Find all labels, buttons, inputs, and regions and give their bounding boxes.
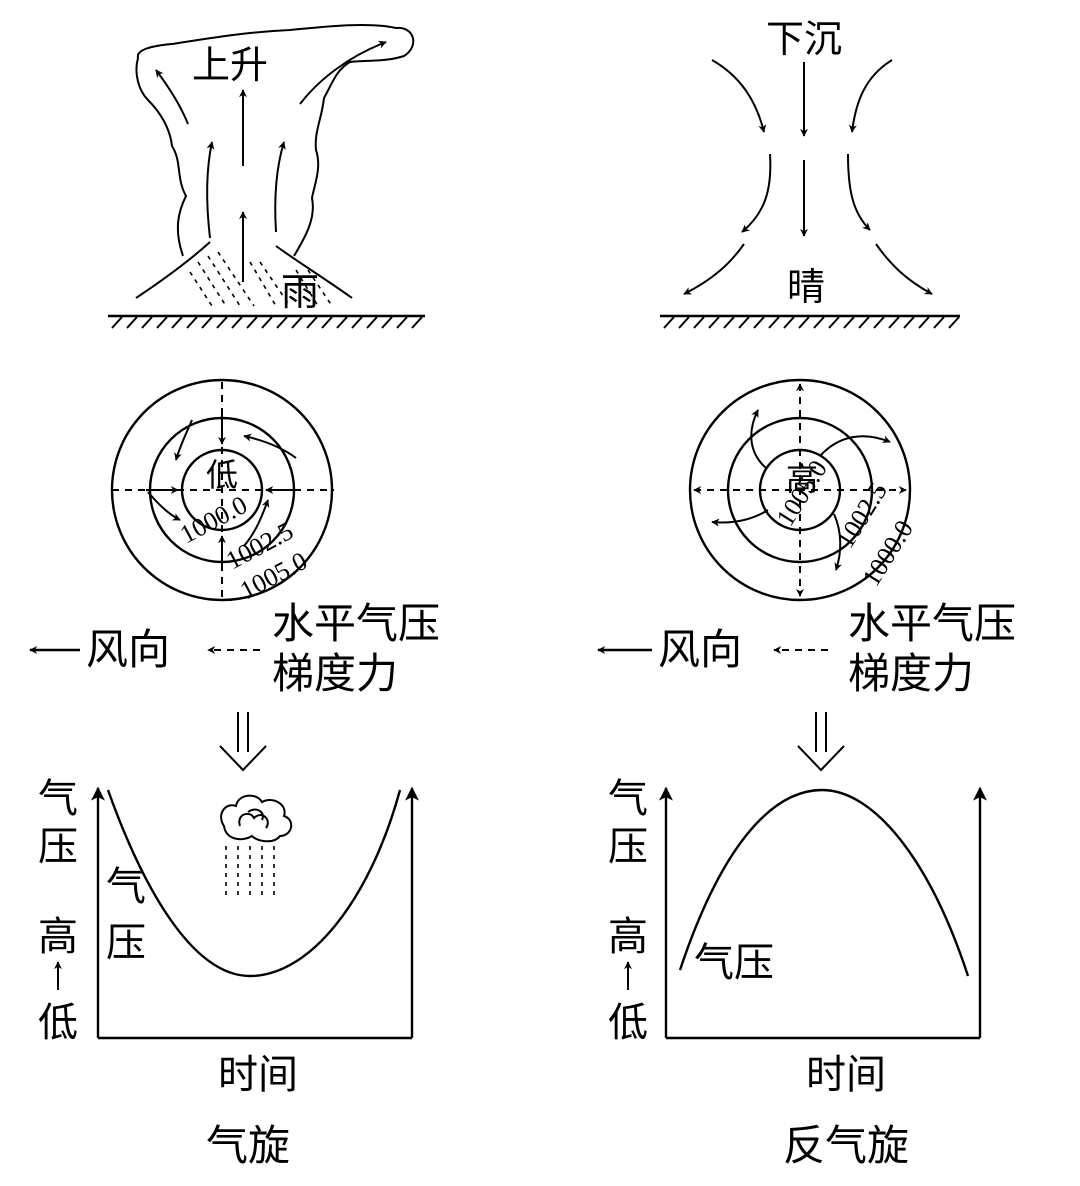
legend-right: 风向 水平气压 梯度力 [597,599,1016,698]
ground-left [108,314,425,329]
y-axis-label: 气 [38,776,78,822]
divergence-arrow [875,243,933,295]
cyclone-updraft-panel: 上升 雨 [108,23,425,329]
low-pressure-label: 低 [206,456,238,494]
wind-arrow [819,435,891,457]
downdraft-arrow [847,153,871,231]
legend-left: 风向 水平气压 梯度力 [29,599,440,698]
anticyclone-isobar-map: 高 1005.0 1002.5 1000.0 [688,378,919,602]
rain-label: 雨 [281,270,319,314]
downdraft-arrow [741,153,772,233]
double-arrow-left [219,712,267,772]
cumulonimbus-cloud [135,23,415,257]
downdraft-arrow [848,59,893,133]
pgf-label-line1: 水平气压 [848,599,1016,648]
wind-arrow [147,491,181,521]
pgf-label-line1: 水平气压 [272,599,440,648]
curve-label: 压 [106,920,146,966]
wind-arrow [174,419,193,461]
outflow-arrow [155,69,189,125]
pressure-curve [678,788,970,977]
wind-direction-label: 风向 [658,625,742,674]
y-high-label: 高 [608,914,648,960]
updraft-label: 上升 [192,43,268,87]
wind-direction-label: 风向 [86,625,170,674]
y-low-label: 低 [608,1000,648,1046]
wind-arrow [243,433,297,459]
rain-streaks [189,251,333,307]
isobar-label: 1005.0 [770,455,832,531]
y-axis-label: 压 [608,824,648,870]
updraft-arrow [206,141,215,239]
y-axis-label: 气 [608,776,648,822]
x-axis-label: 时间 [806,1052,886,1098]
pressure-curve [106,789,402,978]
rain-cloud-icon [220,794,293,896]
anticyclone-title: 反气旋 [783,1121,909,1170]
anticyclone-pressure-chart: 气 压 高 低 气压 时间 反气旋 [608,776,987,1170]
curve-label: 气压 [694,940,774,986]
wind-arrow [750,409,767,469]
divergence-arrow [683,243,745,295]
updraft-arrow [274,141,286,233]
pgf-label-line2: 梯度力 [848,649,974,698]
cyclone-title: 气旋 [206,1121,290,1170]
y-low-label: 低 [38,1000,78,1046]
anticyclone-downdraft-panel: 下沉 晴 [660,17,960,329]
downdraft-arrow [711,59,767,133]
cyclone-isobar-map: 低 1000.0 1002.5 1005.0 [110,378,334,605]
wind-arrow [711,509,769,527]
pgf-label-line2: 梯度力 [272,649,398,698]
wind-arrow [243,499,270,547]
sunny-label: 晴 [787,265,825,309]
outflow-arrow [299,40,387,105]
wind-arrow [833,513,843,571]
curve-label: 气 [106,864,146,910]
y-high-label: 高 [38,914,78,960]
isobar-ring [688,378,912,602]
double-arrow-right [797,712,845,772]
x-axis-label: 时间 [218,1052,298,1098]
y-axis-label: 压 [38,824,78,870]
high-pressure-label: 高 [786,460,818,498]
cyclone-pressure-chart: 气 压 高 低 气 压 时间 气旋 [38,776,419,1170]
ground-right [660,314,960,329]
downdraft-label: 下沉 [766,17,842,61]
